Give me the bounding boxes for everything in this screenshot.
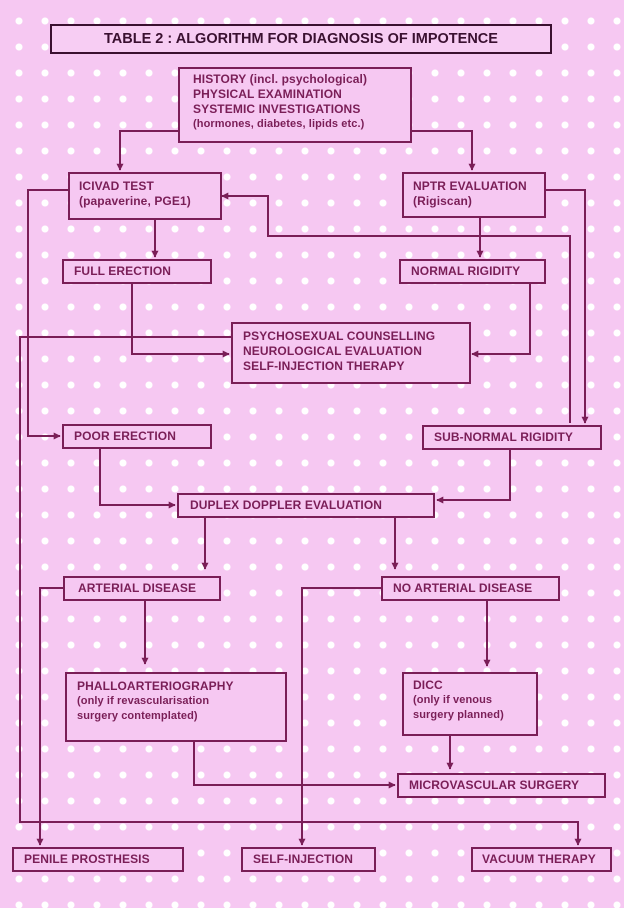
normal-rigidity-box: NORMAL RIGIDITY: [399, 259, 546, 284]
arrow-icivad-to-poor-erection: [27, 189, 68, 440]
arterial-disease-box: ARTERIAL DISEASE: [63, 576, 221, 601]
self-injection-label: SELF-INJECTION: [253, 852, 354, 866]
phallo-line-2: (only if revascularisation: [77, 695, 210, 707]
nptr-evaluation-box: NPTR EVALUATION (Rigiscan): [402, 172, 546, 218]
penile-prosthesis-box: PENILE PROSTHESIS: [12, 847, 184, 872]
history-line-4: (hormones, diabetes, lipids etc.): [193, 118, 365, 130]
microvascular-surgery-box: MICROVASCULAR SURGERY: [397, 773, 606, 798]
vacuum-therapy-label: VACUUM THERAPY: [482, 852, 596, 866]
normal-rigidity-label: NORMAL RIGIDITY: [411, 264, 521, 278]
phallo-line-1: PHALLOARTERIOGRAPHY: [77, 679, 234, 693]
self-injection-box: SELF-INJECTION: [241, 847, 376, 872]
history-line-2: PHYSICAL EXAMINATION: [193, 87, 342, 101]
arrow-history-to-icivad: [116, 130, 178, 171]
page-title: TABLE 2 : ALGORITHM FOR DIAGNOSIS OF IMP…: [50, 24, 552, 54]
full-erection-label: FULL ERECTION: [74, 264, 172, 278]
full-erection-box: FULL ERECTION: [62, 259, 212, 284]
dicc-line-2: (only if venous: [413, 694, 493, 706]
subnormal-rigidity-label: SUB-NORMAL RIGIDITY: [434, 430, 574, 444]
history-line-3: SYSTEMIC INVESTIGATIONS: [193, 102, 361, 116]
dicc-line-3: surgery planned): [413, 709, 504, 721]
duplex-doppler-box: DUPLEX DOPPLER EVALUATION: [177, 493, 435, 518]
vacuum-therapy-box: VACUUM THERAPY: [471, 847, 612, 872]
arrow-phallo-to-microvascular: [193, 742, 396, 789]
arrow-full-erection-to-counselling: [131, 284, 230, 358]
subnormal-rigidity-box: SUB-NORMAL RIGIDITY: [422, 425, 602, 450]
icivad-line-1: ICIVAD TEST: [79, 179, 154, 193]
psychosexual-box: PSYCHOSEXUAL COUNSELLING NEUROLOGICAL EV…: [231, 322, 471, 384]
psychosexual-line-2: NEUROLOGICAL EVALUATION: [243, 344, 422, 358]
poor-erection-label: POOR ERECTION: [74, 429, 176, 443]
dicc-box: DICC (only if venous surgery planned): [402, 672, 538, 736]
psychosexual-line-3: SELF-INJECTION THERAPY: [243, 359, 405, 373]
arrow-poor-erection-to-duplex: [99, 449, 176, 509]
phallo-line-3: surgery contemplated): [77, 710, 198, 722]
arrow-subnormal-loop-to-icivad: [221, 192, 571, 423]
arrow-nptr-to-subnormal-rigidity: [546, 189, 589, 424]
nptr-line-1: NPTR EVALUATION: [413, 179, 527, 193]
psychosexual-line-1: PSYCHOSEXUAL COUNSELLING: [243, 329, 436, 343]
poor-erection-box: POOR ERECTION: [62, 424, 212, 449]
arrow-counselling-to-vacuum: [19, 336, 582, 846]
no-arterial-disease-label: NO ARTERIAL DISEASE: [393, 581, 533, 595]
history-line-1: HISTORY (incl. psychological): [193, 72, 368, 86]
nptr-line-2: (Rigiscan): [413, 194, 473, 208]
penile-prosthesis-label: PENILE PROSTHESIS: [24, 852, 150, 866]
arrow-normal-rigidity-to-counselling: [471, 284, 531, 358]
phalloarteriography-box: PHALLOARTERIOGRAPHY (only if revasculari…: [65, 672, 287, 742]
microvascular-surgery-label: MICROVASCULAR SURGERY: [409, 778, 580, 792]
no-arterial-disease-box: NO ARTERIAL DISEASE: [381, 576, 560, 601]
arterial-disease-label: ARTERIAL DISEASE: [78, 581, 197, 595]
arrow-arterial-to-penile-prosthesis: [36, 587, 63, 846]
arrow-history-to-nptr: [412, 130, 476, 171]
icivad-test-box: ICIVAD TEST (papaverine, PGE1): [68, 172, 222, 220]
history-box: HISTORY (incl. psychological) PHYSICAL E…: [178, 67, 412, 143]
arrow-no-arterial-to-self-injection: [298, 587, 381, 846]
icivad-line-2: (papaverine, PGE1): [79, 194, 191, 208]
arrow-subnormal-to-duplex: [436, 450, 511, 504]
dicc-line-1: DICC: [413, 678, 443, 692]
duplex-doppler-label: DUPLEX DOPPLER EVALUATION: [190, 498, 383, 512]
